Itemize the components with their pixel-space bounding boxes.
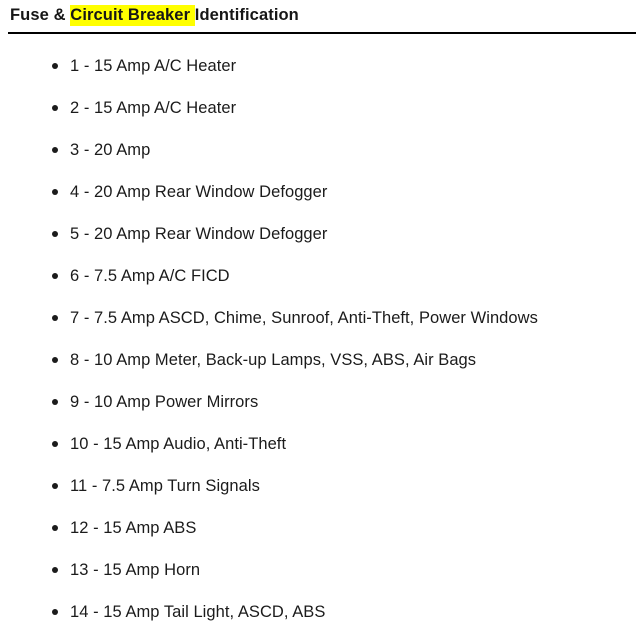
list-item-label: 14 - 15 Amp Tail Light, ASCD, ABS xyxy=(70,603,326,621)
list-item: 8 - 10 Amp Meter, Back-up Lamps, VSS, AB… xyxy=(0,339,636,381)
list-item: 3 - 20 Amp xyxy=(0,129,636,171)
list-item: 6 - 7.5 Amp A/C FICD xyxy=(0,255,636,297)
list-item-label: 13 - 15 Amp Horn xyxy=(70,561,201,579)
list-item-label: 7 - 7.5 Amp ASCD, Chime, Sunroof, Anti-T… xyxy=(70,309,538,327)
list-item: 13 - 15 Amp Horn xyxy=(0,549,636,591)
list-item-label: 12 - 15 Amp ABS xyxy=(70,519,197,537)
list-item-label: 2 - 15 Amp A/C Heater xyxy=(70,99,237,117)
list-item: 11 - 7.5 Amp Turn Signals xyxy=(0,465,636,507)
list-item: 7 - 7.5 Amp ASCD, Chime, Sunroof, Anti-T… xyxy=(0,297,636,339)
list-item: 2 - 15 Amp A/C Heater xyxy=(0,87,636,129)
fuse-identification-list: 1 - 15 Amp A/C Heater 2 - 15 Amp A/C Hea… xyxy=(0,45,636,633)
list-item-label: 4 - 20 Amp Rear Window Defogger xyxy=(70,183,328,201)
list-item-label: 5 - 20 Amp Rear Window Defogger xyxy=(70,225,328,243)
list-item-label: 9 - 10 Amp Power Mirrors xyxy=(70,393,259,411)
page-title-segment-plain-2: Identification xyxy=(194,6,299,24)
list-item-label: 8 - 10 Amp Meter, Back-up Lamps, VSS, AB… xyxy=(70,351,477,369)
document-header: Fuse & Circuit Breaker Identification xyxy=(0,0,636,26)
list-item: 9 - 10 Amp Power Mirrors xyxy=(0,381,636,423)
list-item: 4 - 20 Amp Rear Window Defogger xyxy=(0,171,636,213)
list-item-label: 3 - 20 Amp xyxy=(70,141,151,159)
list-item: 10 - 15 Amp Audio, Anti-Theft xyxy=(0,423,636,465)
page-title-segment-plain-1: Fuse & xyxy=(10,6,71,24)
list-item: 14 - 15 Amp Tail Light, ASCD, ABS xyxy=(0,591,636,633)
title-divider xyxy=(8,32,636,34)
list-item-label: 10 - 15 Amp Audio, Anti-Theft xyxy=(70,435,287,453)
list-item: 12 - 15 Amp ABS xyxy=(0,507,636,549)
list-item-label: 1 - 15 Amp A/C Heater xyxy=(70,57,237,75)
list-item-label: 6 - 7.5 Amp A/C FICD xyxy=(70,267,230,285)
list-item: 5 - 20 Amp Rear Window Defogger xyxy=(0,213,636,255)
page-title: Fuse & Circuit Breaker Identification xyxy=(10,4,636,26)
list-item: 1 - 15 Amp A/C Heater xyxy=(0,45,636,87)
list-item-label: 11 - 7.5 Amp Turn Signals xyxy=(70,477,260,495)
page-title-highlight: Circuit Breaker xyxy=(70,5,195,26)
